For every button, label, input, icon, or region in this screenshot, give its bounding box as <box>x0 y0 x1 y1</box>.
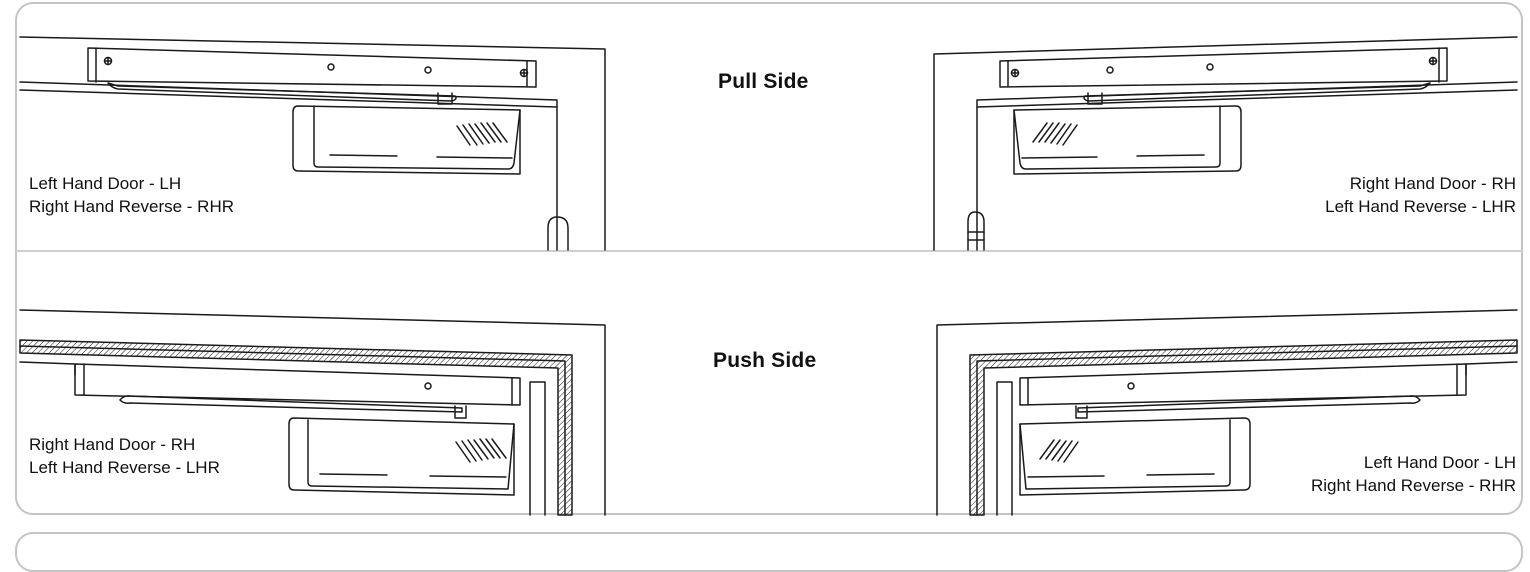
push-side-heading: Push Side <box>713 349 817 372</box>
push-right-label-line2: Right Hand Reverse - RHR <box>1310 476 1516 495</box>
push-left-frame-outline <box>19 309 606 516</box>
pull-right-frame-inner <box>976 81 1518 251</box>
push-right-label: Left Hand Door - LH Right Hand Reverse -… <box>1311 451 1516 497</box>
pull-right-closer-body <box>1013 105 1242 175</box>
push-left-closer-body <box>288 417 515 496</box>
pull-left-closer-body <box>292 105 521 175</box>
push-left-label: Right Hand Door - RH Left Hand Reverse -… <box>29 433 220 479</box>
push-left-track <box>74 363 521 406</box>
pull-right-mount-plate <box>999 47 1448 88</box>
push-right-label-line1: Left Hand Door - LH <box>1363 453 1516 472</box>
push-left-label-line1: Right Hand Door - RH <box>29 435 196 454</box>
pull-left-mount-plate <box>87 47 537 88</box>
push-right-closer-body <box>1019 417 1251 496</box>
pull-right-label-line1: Right Hand Door - RH <box>1349 174 1516 193</box>
push-left-label-line2: Left Hand Reverse - LHR <box>29 458 220 477</box>
pull-side-heading: Pull Side <box>718 70 809 93</box>
push-right-diagram <box>936 309 1518 516</box>
pull-left-label-line1: Left Hand Door - LH <box>29 174 182 193</box>
pull-right-label: Right Hand Door - RH Left Hand Reverse -… <box>1325 172 1516 218</box>
pull-left-frame-outline <box>19 36 606 251</box>
pull-left-label: Left Hand Door - LH Right Hand Reverse -… <box>29 172 234 218</box>
push-left-diagram <box>19 309 606 516</box>
pull-right-diagram <box>933 36 1518 251</box>
section-divider <box>16 250 1522 252</box>
pull-left-frame-inner <box>19 81 558 251</box>
push-right-track <box>1019 363 1467 406</box>
door-closer-drawings <box>19 36 1518 516</box>
pull-right-label-line2: Left Hand Reverse - LHR <box>1325 197 1516 216</box>
upper-panel-frame <box>15 2 1523 515</box>
pull-right-frame-outline <box>933 36 1518 251</box>
push-right-frame-outline <box>936 309 1518 516</box>
pull-left-label-line2: Right Hand Reverse - RHR <box>29 197 235 216</box>
pull-left-diagram <box>19 36 606 251</box>
